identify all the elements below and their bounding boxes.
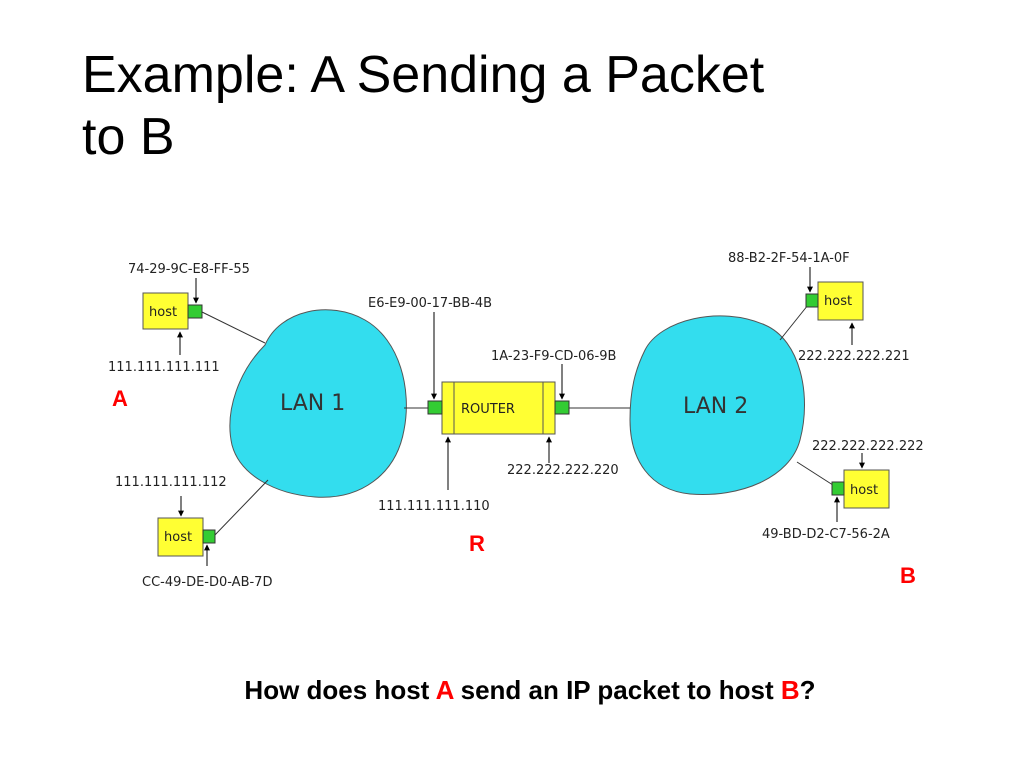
question-caption: How does host A send an IP packet to hos…	[0, 675, 1024, 706]
host-c-adapter	[202, 529, 216, 544]
host-d-box	[817, 281, 864, 321]
router-mac-left: E6-E9-00-17-BB-4B	[368, 296, 492, 311]
label-r: R	[469, 531, 485, 556]
lan1-label: LAN 1	[280, 391, 345, 416]
link-host-b	[796, 461, 837, 488]
host-b-ip: 222.222.222.222	[812, 439, 924, 454]
lan2-label: LAN 2	[683, 394, 748, 419]
router-ip-right: 222.222.222.220	[507, 463, 619, 478]
label-a: A	[112, 386, 128, 411]
lan2-cloud	[629, 315, 806, 496]
host-a-box	[142, 292, 189, 330]
router-label: ROUTER	[461, 402, 515, 417]
host-c-mac: CC-49-DE-D0-AB-7D	[142, 575, 272, 590]
host-b-label: host	[850, 483, 878, 498]
host-a-mac: 74-29-9C-E8-FF-55	[128, 262, 250, 277]
host-b-adapter	[831, 481, 845, 496]
title-line-2: to B	[82, 108, 175, 166]
link-host-a	[201, 311, 266, 344]
router-mac-right: 1A-23-F9-CD-06-9B	[491, 349, 616, 364]
host-c-ip: 111.111.111.112	[115, 475, 227, 490]
caption-host-b: B	[780, 675, 800, 705]
host-d-label: host	[824, 294, 852, 309]
caption-part-1: How does host	[244, 675, 436, 705]
host-a-ip: 111.111.111.111	[108, 360, 220, 375]
router-adapter-right	[554, 400, 570, 415]
host-c-box	[157, 517, 204, 557]
router-box	[441, 381, 556, 435]
host-a-label: host	[149, 305, 177, 320]
host-a-adapter	[187, 304, 203, 319]
slide-title: Example: A Sending a Packet to B	[82, 44, 962, 168]
router-adapter-left	[427, 400, 443, 415]
host-c-label: host	[164, 530, 192, 545]
host-b-mac: 49-BD-D2-C7-56-2A	[762, 527, 890, 542]
caption-host-a: A	[435, 675, 454, 705]
host-b-box	[843, 469, 890, 509]
host-d-ip: 222.222.222.221	[798, 349, 910, 364]
host-d-adapter	[805, 293, 819, 308]
router-ip-left: 111.111.111.110	[378, 499, 490, 514]
caption-part-3: ?	[799, 675, 816, 705]
host-d-mac: 88-B2-2F-54-1A-0F	[728, 251, 850, 266]
label-b: B	[900, 563, 916, 588]
caption-part-2: send an IP packet to host	[453, 675, 781, 705]
title-line-1: Example: A Sending a Packet	[82, 46, 765, 104]
link-host-c	[212, 479, 269, 538]
lan1-cloud	[229, 309, 407, 498]
